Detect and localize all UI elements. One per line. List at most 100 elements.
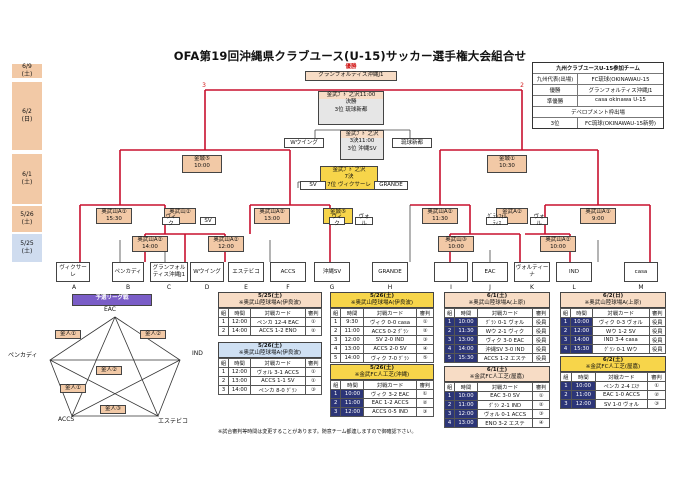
schedule-cell: 13:00 bbox=[454, 335, 478, 346]
sched-date: 5/26(土) bbox=[369, 365, 395, 371]
schedule-cell: 14:00 bbox=[228, 326, 252, 337]
r1-time: 10:00 bbox=[448, 244, 464, 251]
schedule-cell: 1 bbox=[217, 367, 230, 378]
schedule-cell: 12:00 bbox=[228, 317, 252, 328]
schedule-cell: ヴィク 0-0 casa bbox=[362, 317, 418, 328]
schedule-cell: 対戦カード bbox=[362, 308, 418, 319]
schedule-header: 5/26(土)※金武FC人工芝(沖縄) bbox=[330, 364, 434, 381]
schedule-cell: 14:00 bbox=[570, 335, 594, 346]
schedule-cell: 時間 bbox=[570, 308, 594, 319]
schedule-cell: 12:00 bbox=[340, 335, 364, 346]
team-l: IND bbox=[556, 262, 592, 282]
schedule-header: 5/26(土)※奥武山陸球場A(伊良波) bbox=[330, 292, 434, 309]
schedule-cell: ｸﾞﾗﾝ 0-1 ヴォル bbox=[476, 317, 534, 328]
sched-venue: ※奥武山陸球場A(伊良波) bbox=[350, 300, 414, 307]
schedule-cell: ① bbox=[304, 376, 323, 387]
slot-letter: L bbox=[572, 284, 576, 291]
schedule-cell: 15:30 bbox=[570, 344, 594, 355]
third-left-team: Wウイング bbox=[284, 138, 324, 148]
schedule-cell: 審判 bbox=[415, 380, 435, 391]
schedule-cell: 役員 bbox=[648, 344, 667, 355]
schedule-cell: 5 bbox=[443, 353, 456, 364]
sched-venue: ※金武FC人工芝(屋嘉) bbox=[469, 374, 525, 381]
r16-time: 9:00 bbox=[591, 216, 605, 223]
schedule-cell: 組 bbox=[217, 308, 230, 319]
league-node: ACCS bbox=[58, 416, 75, 423]
team-name: ペンカディ bbox=[114, 268, 142, 275]
schedule-cell: ① bbox=[532, 391, 550, 402]
schedule-cell: 10:00 bbox=[454, 317, 478, 328]
r16-time: 11:30 bbox=[432, 216, 448, 223]
schedule-cell: 時間 bbox=[228, 358, 252, 369]
sched-venue: ※奥武山陸球場A(上原) bbox=[584, 300, 642, 307]
schedule-cell: 4 bbox=[443, 344, 456, 355]
slot-letter: D bbox=[204, 284, 210, 291]
schedule-cell: ヴォル 0-1 ACCS bbox=[476, 409, 534, 420]
semi-right: 金城① 10:30 bbox=[487, 155, 527, 173]
sched-date: 6/2(日) bbox=[602, 293, 624, 299]
schedule-cell: 役員 bbox=[532, 335, 550, 346]
team-g: 沖縄SV bbox=[314, 262, 350, 282]
schedule-cell: 1 bbox=[329, 317, 342, 328]
r1-venue: 奥武山A② bbox=[213, 237, 239, 243]
schedule-header: 6/1(土)※金武FC人工芝(屋嘉) bbox=[444, 366, 550, 383]
slot-letter: C bbox=[166, 284, 172, 291]
r1-venue: 奥武山A② bbox=[137, 237, 163, 243]
schedule-cell: ペンカ 12-4 EAC bbox=[250, 317, 306, 328]
sched-venue: ※金武FC人工芝(屋嘉) bbox=[585, 364, 641, 371]
team-name: ヴォルティーナ bbox=[515, 265, 549, 278]
schedule-cell: ① bbox=[304, 367, 323, 378]
date-label-r1: 5/25(土) bbox=[12, 234, 42, 262]
sched-venue: ※奥武山陸球場A(伊良波) bbox=[238, 300, 302, 307]
semi-venue: 金城⑤ bbox=[194, 156, 210, 162]
r16-venue: 金武A② bbox=[502, 209, 522, 215]
league-node: ペンカディ bbox=[8, 352, 38, 359]
schedule-cell: 14:00 bbox=[454, 344, 478, 355]
slot-letter: A bbox=[71, 284, 77, 291]
team-name: Wウイング bbox=[193, 268, 221, 275]
schedule-cell: 5 bbox=[329, 353, 342, 364]
league-node: EAC bbox=[104, 306, 116, 313]
slot-letter: J bbox=[489, 284, 491, 291]
schedule-cell: 11:00 bbox=[340, 326, 364, 337]
schedule-cell: EAC 3-0 SV bbox=[476, 391, 534, 402]
league-pentagon bbox=[49, 316, 181, 417]
schedule-cell: EAC 1-2 ACCS bbox=[363, 398, 417, 409]
schedule-cell: 役員 bbox=[532, 317, 550, 328]
schedule-cell: 2 bbox=[329, 398, 342, 409]
schedule-cell: ペンカ 2-4 ｴｽﾃ bbox=[594, 381, 649, 392]
schedule-header: 6/2(土)※金武FC人工芝(屋嘉) bbox=[560, 356, 666, 373]
day: (土) bbox=[21, 71, 33, 78]
schedule-cell: 1 bbox=[443, 391, 456, 402]
schedule-cell: ② bbox=[415, 398, 435, 409]
schedule-cell: 組 bbox=[443, 308, 456, 319]
schedule-cell: ② bbox=[647, 390, 666, 401]
schedule-cell: 対戦カード bbox=[250, 358, 306, 369]
third-right-team: 琉球新都 bbox=[392, 138, 432, 148]
schedule-cell: 9:30 bbox=[340, 317, 364, 328]
team-name: グランフォルティス沖縄J1 bbox=[152, 265, 186, 278]
team-name: 沖縄SV bbox=[322, 268, 342, 275]
slot-letter: F bbox=[286, 284, 290, 291]
schedule-cell: 対戦カード bbox=[476, 382, 534, 393]
schedule-cell: ヴィク 7-0 ｸﾞﾗﾝ bbox=[362, 353, 418, 364]
sched-venue: ※奥武山陸球場A(上原) bbox=[468, 300, 526, 307]
schedule-cell: ⑤ bbox=[416, 353, 434, 364]
schedule-cell: 2 bbox=[329, 326, 342, 337]
schedule-cell: EAC 1-0 ACCS bbox=[594, 390, 649, 401]
mini-team: ヴォル bbox=[355, 214, 373, 227]
schedule-cell: 3 bbox=[329, 407, 342, 418]
mini-team: ｸﾞﾗﾝﾌｫﾙﾃｨｽ bbox=[486, 214, 508, 227]
schedule-cell: 3 bbox=[217, 385, 230, 396]
r1-time: 14:00 bbox=[142, 244, 158, 251]
schedule-cell: 組 bbox=[329, 380, 342, 391]
